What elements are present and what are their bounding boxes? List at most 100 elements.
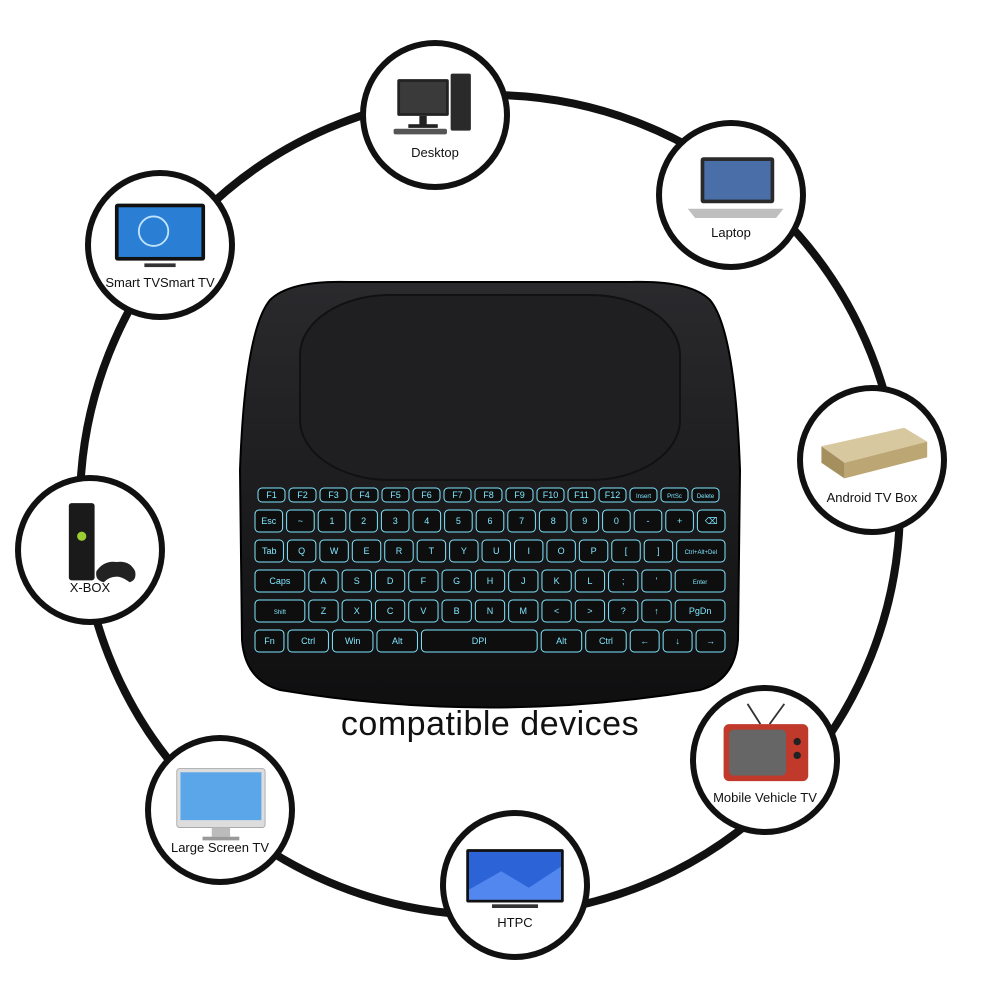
key <box>513 539 544 563</box>
key-label: Tab <box>262 546 277 556</box>
tv-box-icon <box>821 427 928 479</box>
fkey-label: F12 <box>605 490 621 500</box>
device-label: Android TV Box <box>826 490 918 505</box>
device-mobile-vehicle-tv: Mobile Vehicle TV <box>690 685 840 835</box>
key <box>349 509 378 533</box>
key <box>641 599 672 623</box>
key-label: ' <box>656 576 658 586</box>
key <box>416 539 447 563</box>
fkey-label: F5 <box>390 490 401 500</box>
device-label: Smart TVSmart TV <box>105 275 215 290</box>
device-desktop: Desktop <box>360 40 510 190</box>
key <box>540 629 583 653</box>
key <box>611 539 641 563</box>
monitor-icon <box>466 849 564 908</box>
key-label: O <box>558 546 565 556</box>
key-label: ← <box>640 636 649 646</box>
key-label: 6 <box>487 516 492 526</box>
key <box>674 569 726 593</box>
key <box>662 629 693 653</box>
key-label: ↓ <box>675 636 680 646</box>
key-label: ] <box>657 546 660 556</box>
key-label: PgDn <box>689 606 712 616</box>
key-label: ⌫ <box>705 516 718 526</box>
key <box>507 509 536 533</box>
key <box>341 569 372 593</box>
key-label: 2 <box>361 516 366 526</box>
key-label: Alt <box>392 636 403 646</box>
device-label: HTPC <box>497 915 533 930</box>
fkey <box>598 487 627 503</box>
key <box>541 599 572 623</box>
fkey <box>474 487 503 503</box>
key <box>351 539 382 563</box>
key <box>331 629 374 653</box>
touchpad <box>299 294 681 481</box>
key-label: ? <box>621 606 626 616</box>
key <box>376 629 418 653</box>
key <box>449 539 479 563</box>
key-label: Alt <box>556 636 567 646</box>
key-label: N <box>487 606 494 616</box>
key-label: V <box>420 606 426 616</box>
key-label: 7 <box>519 516 524 526</box>
fkey-label: F1 <box>266 490 277 500</box>
fkey <box>505 487 534 503</box>
key <box>444 509 473 533</box>
key-label: > <box>587 606 592 616</box>
key-label: P <box>591 546 597 556</box>
key <box>254 599 306 623</box>
key <box>574 599 606 623</box>
key-label: S <box>354 576 360 586</box>
key-label: H <box>487 576 494 586</box>
key <box>508 599 539 623</box>
key-label: Esc <box>261 516 277 526</box>
fkey-label: F7 <box>452 490 463 500</box>
key-label: DPI <box>472 636 487 646</box>
key-label: R <box>396 546 403 556</box>
key <box>254 629 285 653</box>
fkey <box>567 487 596 503</box>
key <box>585 629 627 653</box>
key-label: J <box>521 576 526 586</box>
device-laptop: Laptop <box>656 120 806 270</box>
device-x-box: X-BOX <box>15 475 165 625</box>
key <box>374 569 406 593</box>
fkey <box>691 487 720 503</box>
fkey <box>536 487 565 503</box>
fkey <box>257 487 286 503</box>
device-label: Large Screen TV <box>170 840 270 855</box>
key-label: 4 <box>424 516 429 526</box>
fkey <box>381 487 410 503</box>
device-smart-tv: Smart TVSmart TV <box>85 170 235 320</box>
key-label: U <box>493 546 500 556</box>
key-label: M <box>520 606 528 616</box>
key <box>608 569 639 593</box>
key <box>308 599 339 623</box>
key-label: 8 <box>551 516 556 526</box>
key <box>254 509 284 533</box>
key <box>629 629 660 653</box>
laptop-icon <box>687 157 784 218</box>
key-label: I <box>527 546 530 556</box>
key <box>341 599 372 623</box>
key-label: Caps <box>269 576 291 586</box>
key <box>541 569 572 593</box>
device-htpc: HTPC <box>440 810 590 960</box>
key <box>441 599 472 623</box>
key <box>254 539 284 563</box>
key <box>538 509 568 533</box>
key-label: [ <box>625 546 628 556</box>
key <box>508 569 539 593</box>
key-label: Ctrl <box>599 636 613 646</box>
key-label: F <box>421 576 427 586</box>
key-label: X <box>354 606 360 616</box>
fkey <box>443 487 472 503</box>
key-label: L <box>587 576 592 586</box>
key-label: Y <box>461 546 467 556</box>
fkey-label: F4 <box>359 490 370 500</box>
key-label: - <box>647 516 650 526</box>
key <box>641 569 672 593</box>
device-label: X-BOX <box>69 580 111 595</box>
desktop-computer-icon <box>393 73 471 135</box>
